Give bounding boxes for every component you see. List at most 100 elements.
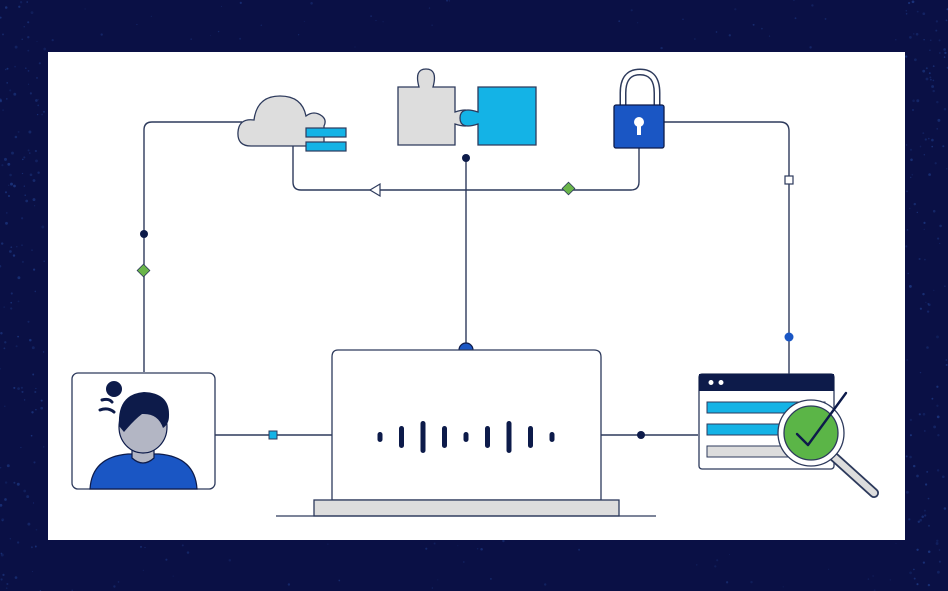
background-dot — [36, 113, 39, 116]
background-dot — [824, 17, 827, 20]
background-dot — [9, 250, 12, 253]
background-dot — [84, 8, 86, 10]
background-dot — [946, 168, 948, 170]
connector-diamond — [136, 263, 151, 278]
background-dot — [936, 128, 938, 130]
background-dot — [36, 40, 38, 43]
background-dot — [165, 558, 168, 561]
background-dot — [27, 21, 30, 24]
background-dot — [932, 209, 936, 213]
background-dot — [2, 109, 4, 111]
search-verify-icon — [698, 373, 879, 498]
background-dot — [220, 5, 223, 7]
background-dot — [6, 582, 9, 586]
background-dot — [27, 83, 30, 85]
background-dot — [16, 245, 18, 248]
background-dot — [931, 397, 934, 400]
background-dot — [0, 503, 3, 507]
background-dot — [34, 545, 37, 548]
background-dot — [931, 138, 934, 142]
background-dot — [909, 148, 913, 151]
background-dot — [217, 30, 220, 33]
background-dot — [33, 205, 36, 207]
background-dot — [34, 149, 38, 153]
background-dot — [905, 490, 909, 494]
background-dot — [578, 548, 581, 551]
background-dot — [924, 258, 926, 261]
background-dot — [239, 37, 242, 40]
background-dot — [909, 418, 913, 422]
background-dot — [14, 135, 18, 139]
background-dot — [7, 162, 11, 166]
background-dot — [630, 9, 633, 12]
background-dot — [936, 335, 939, 339]
background-dot — [919, 145, 922, 148]
background-dot — [916, 10, 919, 13]
connector-dot — [637, 431, 645, 439]
background-dot — [0, 368, 1, 370]
background-dot — [937, 118, 941, 122]
background-dot — [0, 467, 2, 469]
background-dot — [768, 35, 771, 37]
background-dot — [27, 149, 30, 152]
background-dot — [37, 99, 39, 101]
background-dot — [4, 481, 8, 484]
background-dot — [30, 546, 33, 549]
background-dot — [931, 85, 935, 88]
background-dot — [752, 23, 755, 26]
background-dot — [136, 23, 138, 26]
background-dot — [905, 55, 908, 58]
background-dot — [35, 99, 38, 102]
background-dot — [7, 194, 11, 198]
background-dot — [24, 67, 27, 70]
laptop-icon — [276, 349, 656, 517]
audio-bar — [377, 432, 383, 442]
background-dot — [936, 539, 939, 543]
background-dot — [117, 581, 120, 583]
background-dot — [909, 455, 912, 459]
background-dot — [918, 413, 921, 416]
background-dot — [924, 483, 928, 486]
background-dot — [41, 225, 45, 229]
background-dot — [382, 21, 384, 23]
background-dot — [27, 70, 30, 72]
background-dot — [935, 20, 939, 23]
background-dot — [14, 65, 16, 68]
background-dot — [462, 561, 465, 563]
background-dot — [13, 92, 17, 96]
background-dot — [35, 528, 38, 531]
background-dot — [1, 164, 4, 167]
background-dot — [943, 507, 947, 510]
background-dot — [425, 547, 428, 550]
background-dot — [38, 62, 41, 65]
background-dot — [13, 184, 16, 188]
background-dot — [10, 182, 13, 186]
background-dot — [190, 38, 192, 40]
background-dot — [0, 16, 2, 19]
background-dot — [919, 371, 922, 374]
background-dot — [929, 49, 931, 52]
background-dot — [35, 408, 37, 411]
background-dot — [0, 552, 3, 555]
background-dot — [933, 425, 937, 429]
background-dot — [911, 173, 914, 176]
background-dot — [5, 98, 8, 100]
background-dot — [0, 265, 2, 268]
background-dot — [912, 464, 916, 468]
background-dot — [42, 351, 45, 353]
audio-bars-logo — [377, 421, 555, 453]
background-dot — [20, 386, 23, 389]
background-dot — [909, 207, 911, 210]
connector-square — [268, 430, 278, 440]
background-dot — [925, 77, 929, 81]
background-dot — [26, 1, 29, 3]
background-dot — [939, 52, 941, 54]
background-dot — [21, 38, 23, 41]
background-dot — [27, 522, 31, 526]
background-dot — [913, 568, 915, 571]
background-dot — [21, 390, 24, 393]
background-dot — [34, 290, 37, 293]
background-dot — [761, 27, 763, 30]
background-dot — [923, 221, 926, 224]
